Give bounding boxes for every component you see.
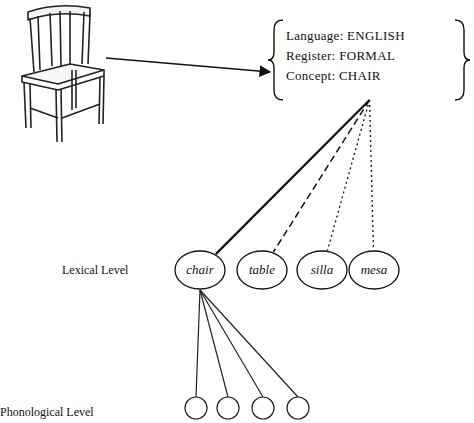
- lexical-link: [370, 100, 374, 250]
- word-label: mesa: [361, 262, 388, 278]
- word-holder: silla: [296, 250, 348, 290]
- chair-spindles: [50, 11, 70, 66]
- phoneme-link: [200, 290, 263, 397]
- chair-leg: [24, 82, 31, 128]
- word-label: chair: [186, 262, 213, 278]
- left-brace: [268, 20, 283, 100]
- ellipse-shape: [175, 251, 225, 289]
- lexical-node: table: [236, 250, 288, 290]
- word-holder: table: [236, 250, 288, 290]
- phoneme-link: [196, 290, 200, 397]
- level-label: Lexical Level: [62, 263, 128, 278]
- phoneme-links: [196, 290, 298, 397]
- chair-back-post: [30, 16, 40, 72]
- phoneme-nodes: [185, 397, 309, 419]
- ellipse-shape: [349, 251, 399, 289]
- pointer-arrow: [106, 58, 270, 72]
- chair-leg: [56, 89, 62, 142]
- right-brace: [455, 20, 470, 100]
- chair-stretcher: [30, 104, 100, 118]
- lexical-node: chair: [174, 250, 226, 290]
- level-label: Phonological Level: [0, 405, 94, 420]
- chair-seat: [22, 64, 104, 84]
- ellipse-shape: [297, 251, 347, 289]
- chair-back-post: [82, 12, 90, 64]
- phoneme-circle: [185, 397, 207, 419]
- chair-leg: [72, 70, 76, 110]
- concept-feature: Concept: CHAIR: [286, 66, 457, 86]
- lexical-link: [327, 100, 369, 250]
- word-label: silla: [311, 262, 333, 278]
- phoneme-circle: [217, 397, 239, 419]
- chair-seat-edge: [22, 70, 104, 90]
- chair-illustration: [22, 6, 104, 142]
- word-holder: chair: [174, 250, 226, 290]
- concept-frame: Language: ENGLISHRegister: FORMALConcept…: [282, 20, 457, 100]
- lexical-node: mesa: [348, 250, 400, 290]
- concept-feature: Register: FORMAL: [286, 46, 457, 66]
- lexical-link: [273, 100, 369, 252]
- lexical-node: silla: [296, 250, 348, 290]
- word-label: table: [249, 262, 275, 278]
- phoneme-circle: [252, 397, 274, 419]
- ellipse-shape: [237, 251, 287, 289]
- chair-leg: [99, 76, 104, 124]
- lexical-link: [216, 100, 370, 254]
- word-holder: mesa: [348, 250, 400, 290]
- phoneme-link: [200, 290, 298, 397]
- phoneme-circle: [287, 397, 309, 419]
- concept-feature: Language: ENGLISH: [286, 26, 457, 46]
